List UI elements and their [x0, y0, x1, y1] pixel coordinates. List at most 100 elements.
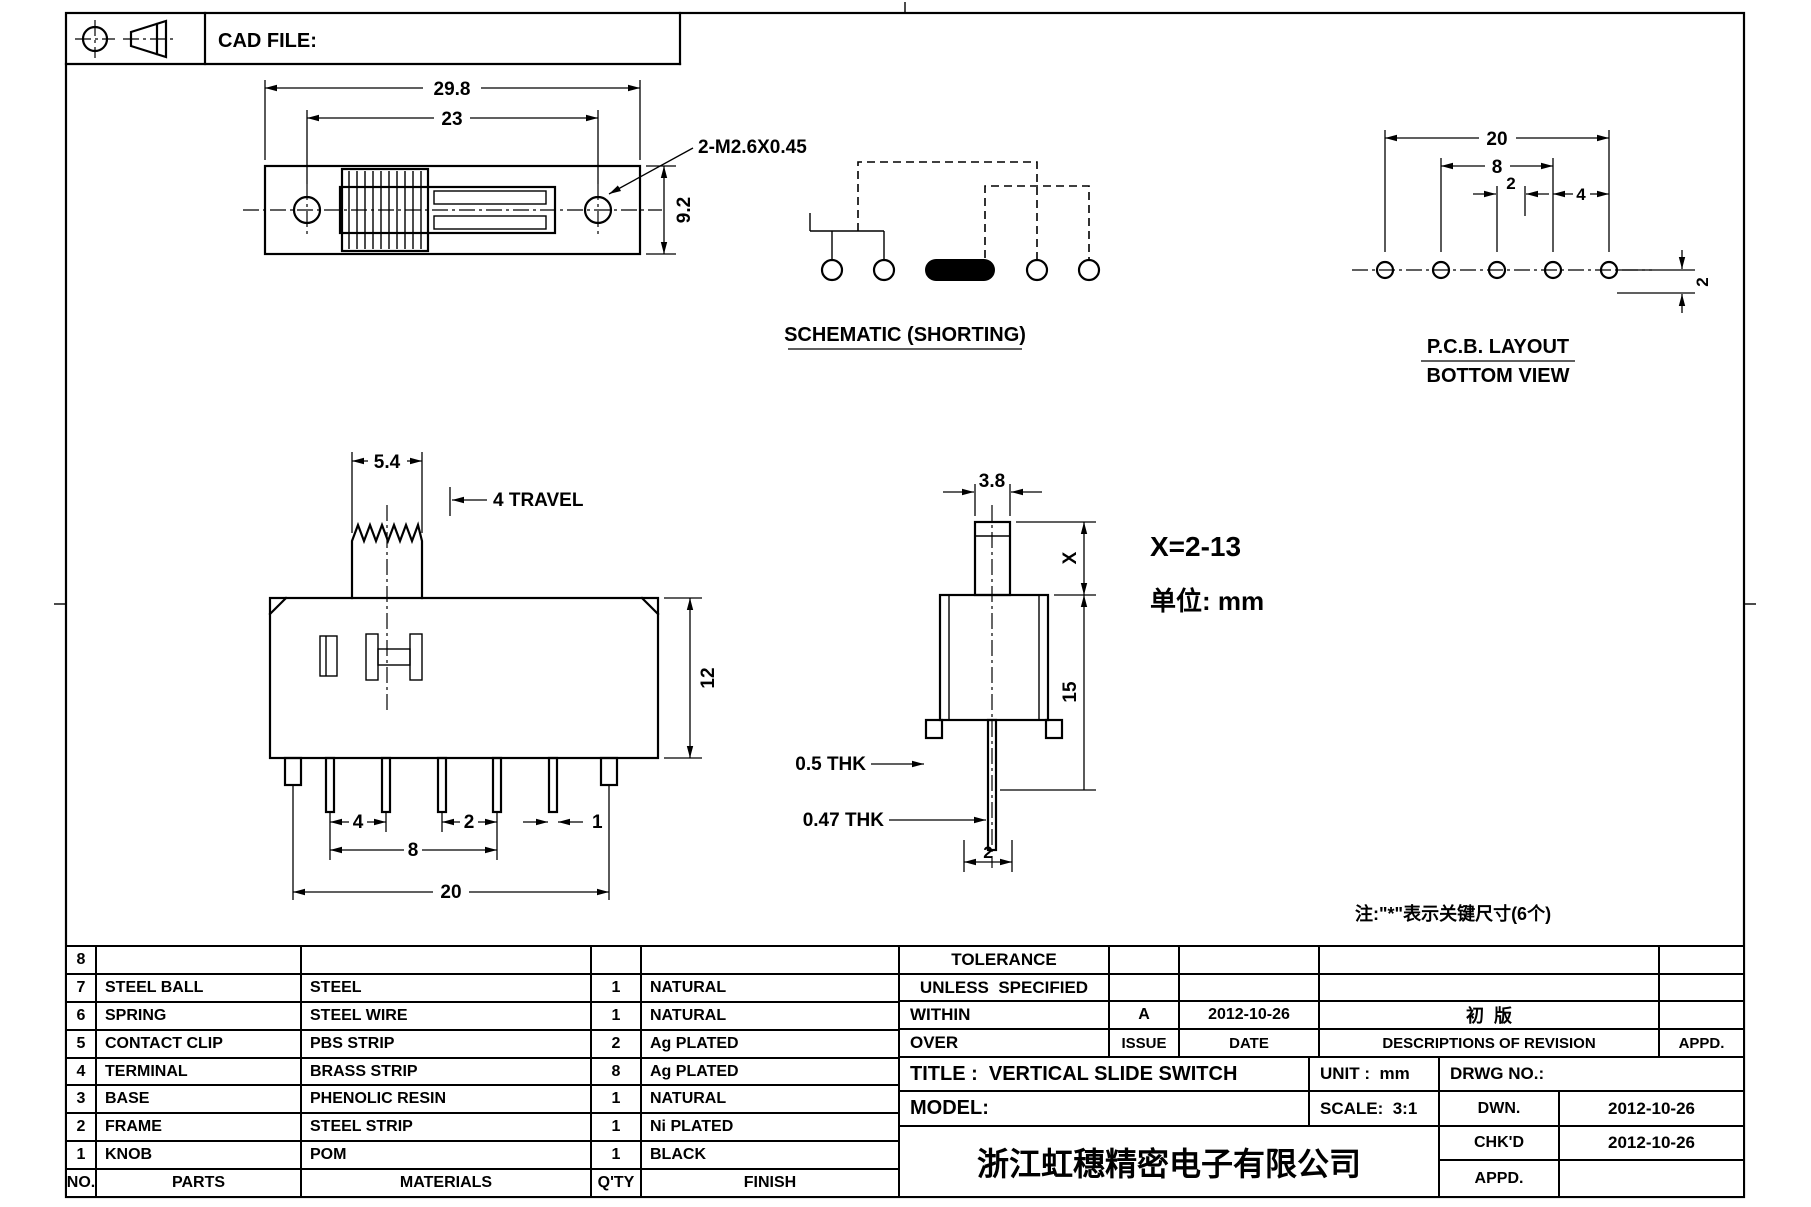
table-row: 1 KNOB POM 1 BLACK: [67, 1142, 900, 1171]
front-view: 29.8 23 9.2 2-M2.6X0.45: [243, 78, 807, 256]
part-no-cell: 3: [67, 1086, 97, 1113]
finish-cell: Ag PLATED: [642, 1030, 900, 1057]
part-no-cell: 2: [67, 1114, 97, 1141]
empty-cell: [1660, 947, 1743, 975]
part-no-cell: 4: [67, 1058, 97, 1085]
part-name-cell: SPRING: [97, 1002, 302, 1029]
material-cell: BRASS STRIP: [302, 1058, 592, 1085]
slider-contact: [925, 259, 995, 281]
table-row: 2 FRAME STEEL STRIP 1 Ni PLATED: [67, 1114, 900, 1143]
profile-body-outline: [938, 593, 1050, 722]
appd-header: APPD.: [1660, 1030, 1743, 1058]
dwn-date: 2012-10-26: [1560, 1092, 1743, 1127]
date-header: DATE: [1180, 1030, 1320, 1058]
qty-cell: [592, 947, 642, 973]
qty-cell: 8: [592, 1058, 642, 1085]
dwn-label: DWN.: [1440, 1092, 1560, 1127]
material-cell: STEEL: [302, 974, 592, 1001]
empty-cell: [1660, 1002, 1743, 1030]
table-row: 8: [67, 947, 900, 975]
profile-dim-2: 2: [983, 843, 992, 862]
pcb-hole-4: [1543, 260, 1563, 280]
unit-cell: UNIT : mm: [1310, 1058, 1440, 1092]
front-view-thread-callout: 2-M2.6X0.45: [698, 137, 807, 158]
side-dim-20: 20: [440, 882, 461, 903]
qty-cell: 1: [592, 1142, 642, 1169]
terminal-2: [872, 258, 896, 282]
schematic-view: SCHEMATIC (SHORTING): [784, 161, 1101, 350]
part-name-cell: TERMINAL: [97, 1058, 302, 1085]
table-row: 3 BASE PHENOLIC RESIN 1 NATURAL: [67, 1086, 900, 1115]
part-name-cell: FRAME: [97, 1114, 302, 1141]
qty-header: Q'TY: [592, 1170, 642, 1197]
drwg-no-cell: DRWG NO.:: [1440, 1058, 1743, 1092]
pin: [491, 756, 503, 814]
mounting-hole-right: [583, 195, 613, 225]
pcb-hole-1: [1375, 260, 1395, 280]
part-no-cell: 7: [67, 974, 97, 1001]
title-cell: TITLE : VERTICAL SLIDE SWITCH: [900, 1058, 1310, 1092]
slide-slot: [338, 185, 557, 235]
front-view-hole-span-dim: 23: [441, 109, 462, 130]
pcb-hole-2: [1431, 260, 1451, 280]
descriptions-header: DESCRIPTIONS OF REVISION: [1320, 1030, 1660, 1058]
finish-cell: BLACK: [642, 1142, 900, 1169]
empty-cell: [1180, 947, 1320, 975]
empty-cell: [1110, 947, 1180, 975]
cad-file-label: CAD FILE:: [218, 30, 317, 52]
schematic-caption: SCHEMATIC (SHORTING): [784, 324, 1026, 346]
pin: [547, 756, 559, 814]
table-row: 7 STEEL BALL STEEL 1 NATURAL: [67, 974, 900, 1003]
side-dim-2: 2: [464, 812, 475, 833]
table-row: 6 SPRING STEEL WIRE 1 NATURAL: [67, 1002, 900, 1031]
within-label: WITHIN: [900, 1002, 1110, 1030]
side-dim-height-12: 12: [698, 667, 719, 688]
profile-dim-3-8: 3.8: [979, 471, 1005, 492]
finish-cell: Ag PLATED: [642, 1058, 900, 1085]
projection-symbol-icon: [75, 19, 174, 59]
tolerance-label: TOLERANCE: [900, 947, 1110, 975]
table-row: 5 CONTACT CLIP PBS STRIP 2 Ag PLATED: [67, 1030, 900, 1059]
part-no-cell: 6: [67, 1002, 97, 1029]
chkd-label: CHK'D: [1440, 1127, 1560, 1161]
mount-foot-left: [283, 756, 303, 787]
pcb-dim-2: 2: [1506, 174, 1515, 193]
material-cell: PBS STRIP: [302, 1030, 592, 1057]
part-name-cell: KNOB: [97, 1142, 302, 1169]
part-name-cell: CONTACT CLIP: [97, 1030, 302, 1057]
profile-dim-thk-05: 0.5 THK: [795, 754, 866, 775]
material-cell: [302, 947, 592, 973]
finish-cell: Ni PLATED: [642, 1114, 900, 1141]
pin: [436, 756, 448, 814]
finish-cell: NATURAL: [642, 1002, 900, 1029]
switch-top-outline: [263, 164, 642, 256]
side-dim-8: 8: [408, 840, 419, 861]
profile-foot-left: [924, 718, 944, 740]
scale-cell: SCALE: 3:1: [1310, 1092, 1440, 1127]
parts-table-header: NO. PARTS MATERIALS Q'TY FINISH: [67, 1170, 900, 1197]
pcb-hole-3: [1487, 260, 1507, 280]
pcb-layout-view: 20 8 2 4 2 P.C.B. LAYOUT BOTTOM VIEW: [1352, 128, 1712, 387]
revision-description: 初 版: [1320, 1002, 1660, 1030]
mount-foot-right: [599, 756, 619, 787]
side-dim-1: 1: [592, 812, 603, 833]
pcb-dim-4: 4: [1576, 185, 1586, 204]
parts-table: 8 7 STEEL BALL STEEL 1 NATURAL 6 SPRING …: [67, 947, 900, 1197]
pcb-dim-20: 20: [1486, 129, 1507, 150]
materials-header: MATERIALS: [302, 1170, 592, 1197]
profile-dim-thk-047: 0.47 THK: [803, 810, 885, 831]
profile-dim-x: X: [1060, 551, 1081, 564]
over-label: OVER: [900, 1030, 1110, 1058]
empty-cell: [1560, 1161, 1743, 1196]
finish-cell: [642, 947, 900, 973]
part-no-cell: 5: [67, 1030, 97, 1057]
finish-cell: NATURAL: [642, 1086, 900, 1113]
mounting-hole-left: [292, 195, 322, 225]
cad-file-box: CAD FILE:: [64, 11, 682, 66]
issue-header: ISSUE: [1110, 1030, 1180, 1058]
revision-letter: A: [1110, 1002, 1180, 1030]
part-name-cell: [97, 947, 302, 973]
side-dim-travel: 4 TRAVEL: [493, 490, 584, 511]
model-cell: MODEL:: [900, 1092, 1310, 1127]
revision-date: 2012-10-26: [1180, 1002, 1320, 1030]
